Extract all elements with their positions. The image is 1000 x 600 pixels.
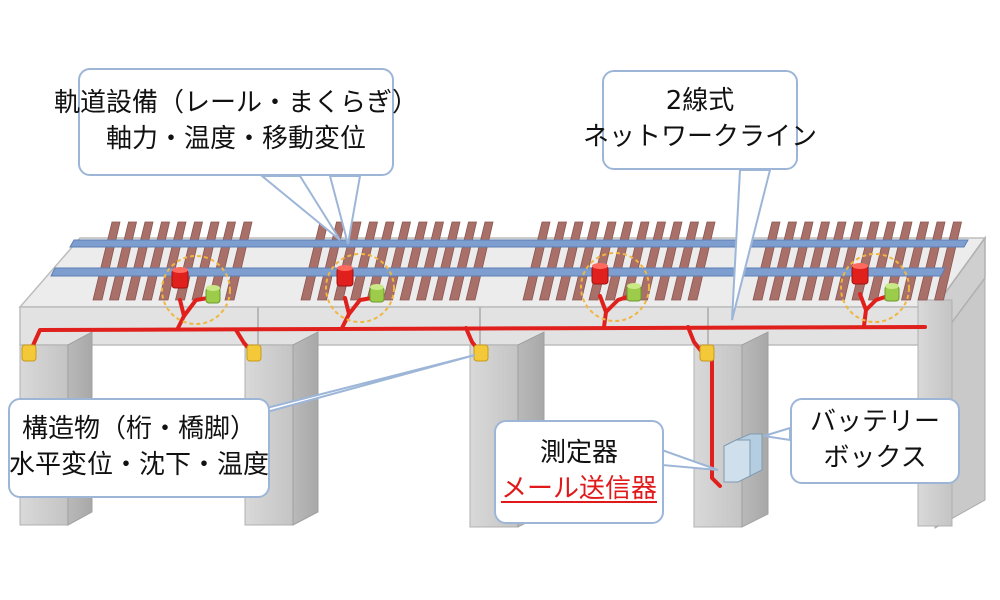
callout-track-equipment: 軌道設備（レール・まくらぎ） 軸力・温度・移動変位: [54, 68, 418, 176]
callout-measuring-device: 測定器 メール送信器: [494, 420, 664, 524]
structure-measurements-label: 水平変位・沈下・温度: [9, 450, 270, 480]
rail-sensor-icon: [336, 265, 354, 287]
mail-transmitter-label: メール送信器: [500, 474, 657, 504]
rail-sensor-icon: [591, 263, 609, 285]
network-type-label: 2線式: [665, 86, 735, 117]
structure-sensor-icon: [699, 344, 715, 362]
callout-structure: 構造物（桁・橋脚） 水平変位・沈下・温度: [8, 398, 270, 498]
network-line-label: ネットワークライン: [583, 122, 818, 152]
callout-battery-box: バッテリー ボックス: [790, 398, 960, 484]
structure-label: 構造物（桁・橋脚）: [21, 414, 256, 445]
sleeper-sensor-icon: [884, 283, 900, 302]
sleeper-sensor-icon: [626, 283, 642, 302]
track-measurements-label: 軸力・温度・移動変位: [105, 124, 366, 154]
box-label: ボックス: [823, 443, 927, 473]
measuring-device-label: 測定器: [539, 438, 618, 469]
rail-sensor-icon: [171, 267, 189, 289]
callout-network-line: 2線式 ネットワークライン: [583, 70, 817, 170]
sleeper-sensor-icon: [369, 284, 385, 303]
sleeper-sensor-icon: [205, 285, 221, 304]
structure-sensors: [21, 344, 715, 362]
battery-label: バッテリー: [809, 407, 940, 438]
structure-sensor-icon: [473, 344, 489, 362]
structure-sensor-icon: [21, 344, 37, 362]
track-equipment-label: 軌道設備（レール・まくらぎ）: [54, 88, 419, 119]
battery-box-icon: [723, 433, 763, 483]
structure-sensor-icon: [246, 344, 262, 362]
sensor-highlight-circles: [161, 252, 910, 325]
rail-sensor-icon: [851, 263, 869, 285]
track-sensors: [171, 263, 900, 304]
